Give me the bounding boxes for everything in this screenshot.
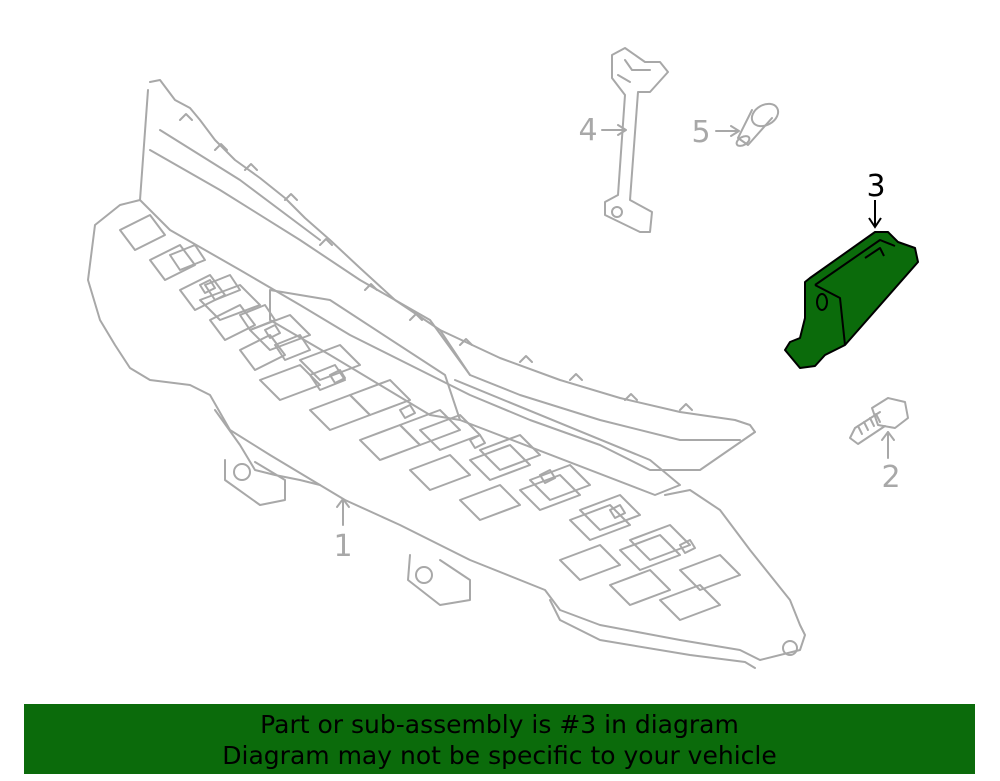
callout-label-4: 4 [578, 113, 597, 148]
banner-line-1: Part or sub-assembly is #3 in diagram [260, 710, 739, 739]
grille-part[interactable] [87, 79, 806, 669]
support-brace-part[interactable] [604, 47, 669, 233]
callout-label-5: 5 [691, 115, 710, 150]
callout-3-leader [868, 200, 882, 229]
callout-label-1: 1 [333, 529, 352, 564]
callout-label-2: 2 [881, 460, 900, 495]
callout-label-3: 3 [866, 169, 885, 204]
info-banner: Part or sub-assembly is #3 in diagram Di… [24, 704, 975, 774]
bolt-part[interactable] [849, 397, 909, 445]
parts-diagram: 1 2 3 4 5 [87, 47, 919, 669]
callout-leaders [336, 124, 895, 526]
banner-line-2: Diagram may not be specific to your vehi… [222, 741, 777, 770]
clip-part[interactable] [735, 99, 782, 148]
bracket-part-highlighted[interactable] [784, 231, 919, 369]
